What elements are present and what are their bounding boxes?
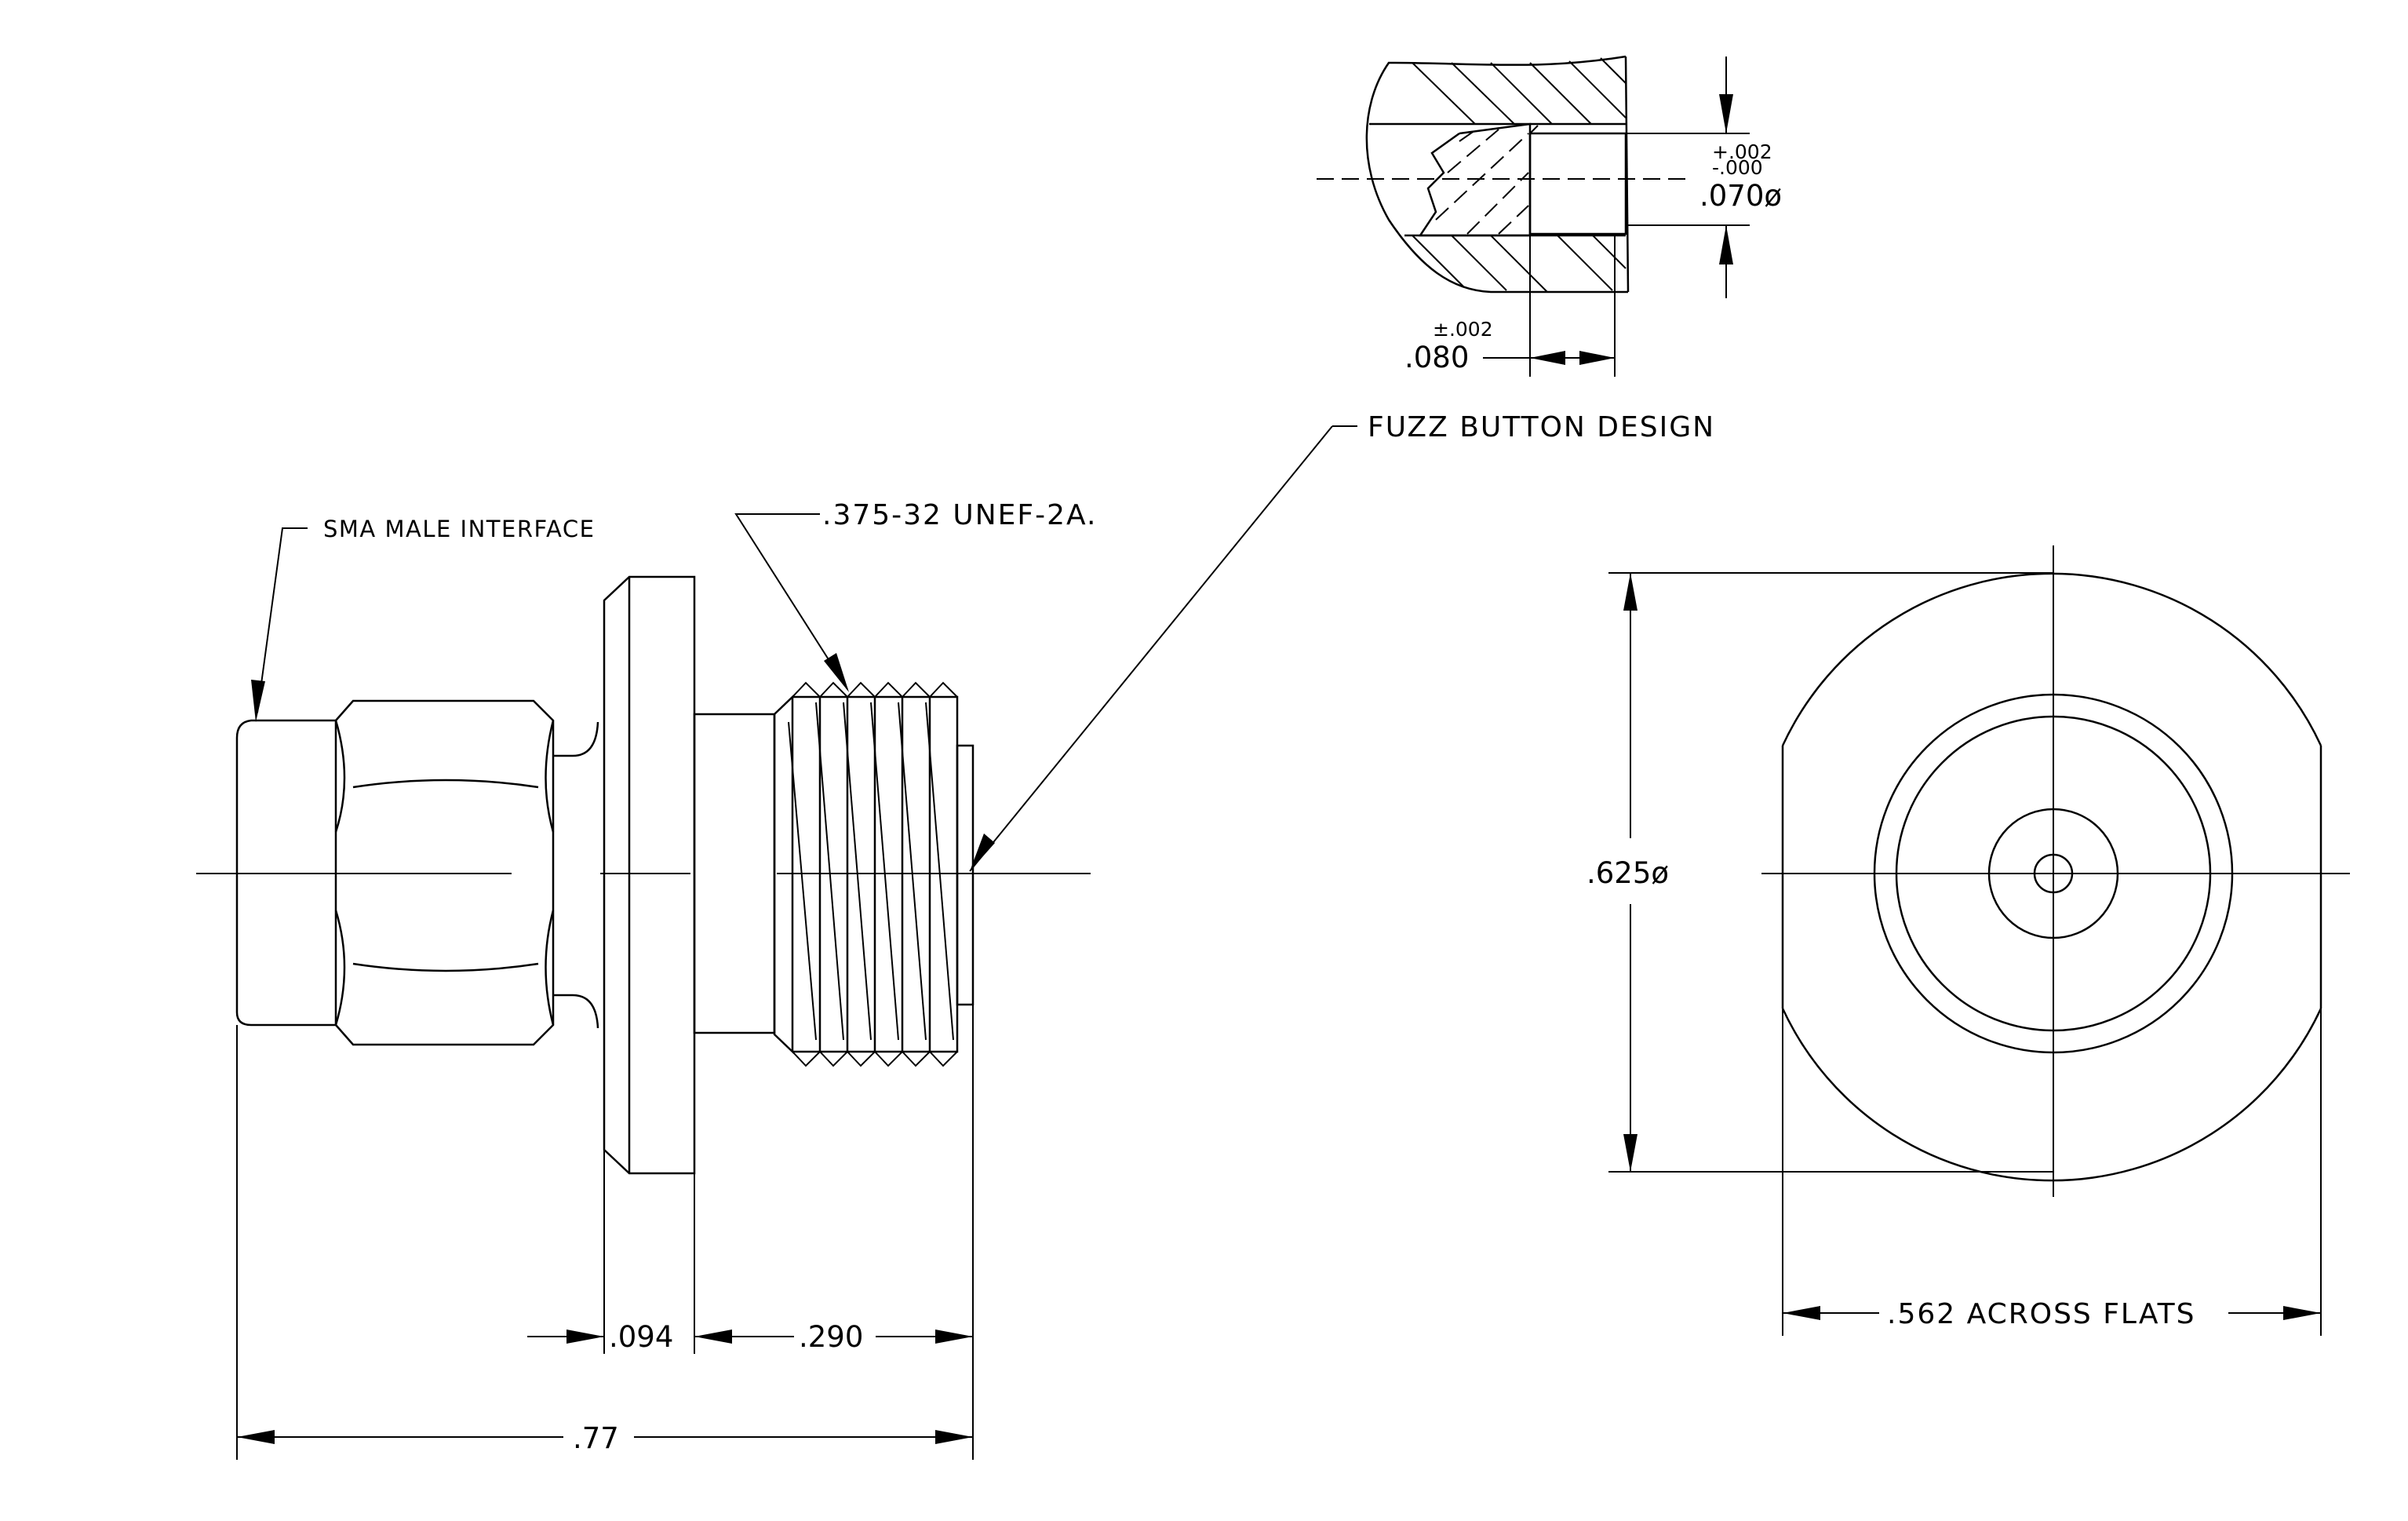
thread-section bbox=[773, 681, 959, 1067]
overall-length-dim: .77 bbox=[573, 1421, 619, 1455]
body bbox=[693, 713, 776, 1034]
fuzz-button-label: FUZZ BUTTON DESIGN bbox=[1368, 411, 1715, 443]
fuzz-leader bbox=[969, 425, 1357, 872]
sma-nose bbox=[235, 719, 336, 1027]
flange-thickness-dim: .094 bbox=[609, 1320, 673, 1354]
end-view-outline bbox=[1781, 572, 2322, 1182]
detail-section-view: +.002 -.000 .070ø ±.002 .080 bbox=[1317, 55, 1782, 377]
side-view bbox=[196, 513, 1091, 1460]
bore-tol-plus: +.002 bbox=[1712, 140, 1772, 163]
across-flats-dim: .562 ACROSS FLATS bbox=[1887, 1298, 2196, 1330]
flange bbox=[603, 575, 696, 1175]
body-diameter-dim: .625ø bbox=[1587, 856, 1669, 890]
bore-dia-label: .070ø bbox=[1699, 179, 1782, 213]
insert-hatching bbox=[1435, 129, 1529, 235]
bore-diameter-dimension bbox=[1626, 57, 1750, 298]
bore-cavity bbox=[1528, 132, 1627, 235]
bore-depth-tol: ±.002 bbox=[1433, 318, 1493, 341]
bore-depth-label: .080 bbox=[1404, 341, 1469, 374]
bore-tol-minus: -.000 bbox=[1712, 156, 1763, 179]
dielectric-insert bbox=[1418, 122, 1532, 237]
thread-length-dim: .290 bbox=[799, 1320, 863, 1354]
sma-interface-label: SMA MALE INTERFACE bbox=[323, 516, 595, 542]
hex-nut bbox=[334, 699, 555, 1046]
end-pin bbox=[956, 744, 974, 1006]
end-view bbox=[1608, 545, 2350, 1336]
thread-spec-label: .375-32 UNEF-2A. bbox=[822, 499, 1097, 531]
detail-break-outline bbox=[1365, 55, 1628, 294]
bore-depth-dimension bbox=[1483, 234, 1616, 377]
detail-hatching bbox=[1412, 57, 1627, 293]
